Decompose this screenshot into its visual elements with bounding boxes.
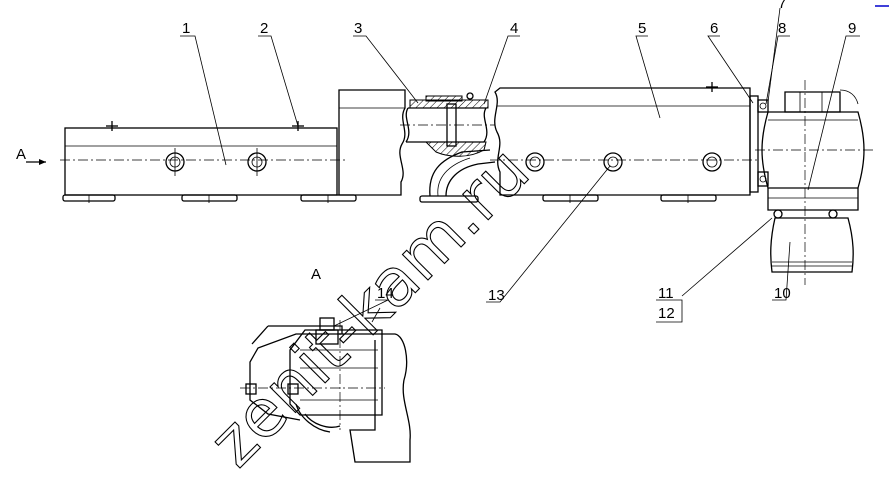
transition-housing bbox=[338, 89, 496, 203]
detail-view-label: A bbox=[311, 266, 321, 283]
callout-7: 7 bbox=[778, 0, 786, 12]
detail-view-a bbox=[240, 317, 411, 463]
callout-3: 3 bbox=[354, 20, 362, 37]
callout-4: 4 bbox=[510, 20, 518, 37]
callout-10: 10 bbox=[774, 285, 791, 302]
callout-13: 13 bbox=[488, 287, 505, 304]
view-arrow-label: A bbox=[16, 146, 26, 163]
watermark: zenit-kam.ru bbox=[195, 132, 544, 481]
callout-1: 1 bbox=[182, 20, 190, 37]
callout-9: 9 bbox=[848, 20, 856, 37]
callout-14: 14 bbox=[377, 285, 394, 302]
flange-assembly bbox=[749, 95, 769, 193]
callout-8: 8 bbox=[778, 20, 786, 37]
callout-labels: 1 2 3 4 5 6 7 8 9 10 11 12 13 14 bbox=[182, 0, 856, 322]
callout-11: 11 bbox=[658, 285, 674, 302]
beam-section-5 bbox=[490, 82, 760, 203]
callout-6: 6 bbox=[710, 20, 718, 37]
leader-lines bbox=[180, 7, 860, 327]
beam-section-1 bbox=[60, 121, 357, 203]
callout-12: 12 bbox=[658, 305, 675, 322]
drive-unit bbox=[755, 5, 889, 285]
callout-2: 2 bbox=[260, 20, 268, 37]
callout-5: 5 bbox=[638, 20, 646, 37]
view-arrow: A bbox=[16, 146, 46, 165]
